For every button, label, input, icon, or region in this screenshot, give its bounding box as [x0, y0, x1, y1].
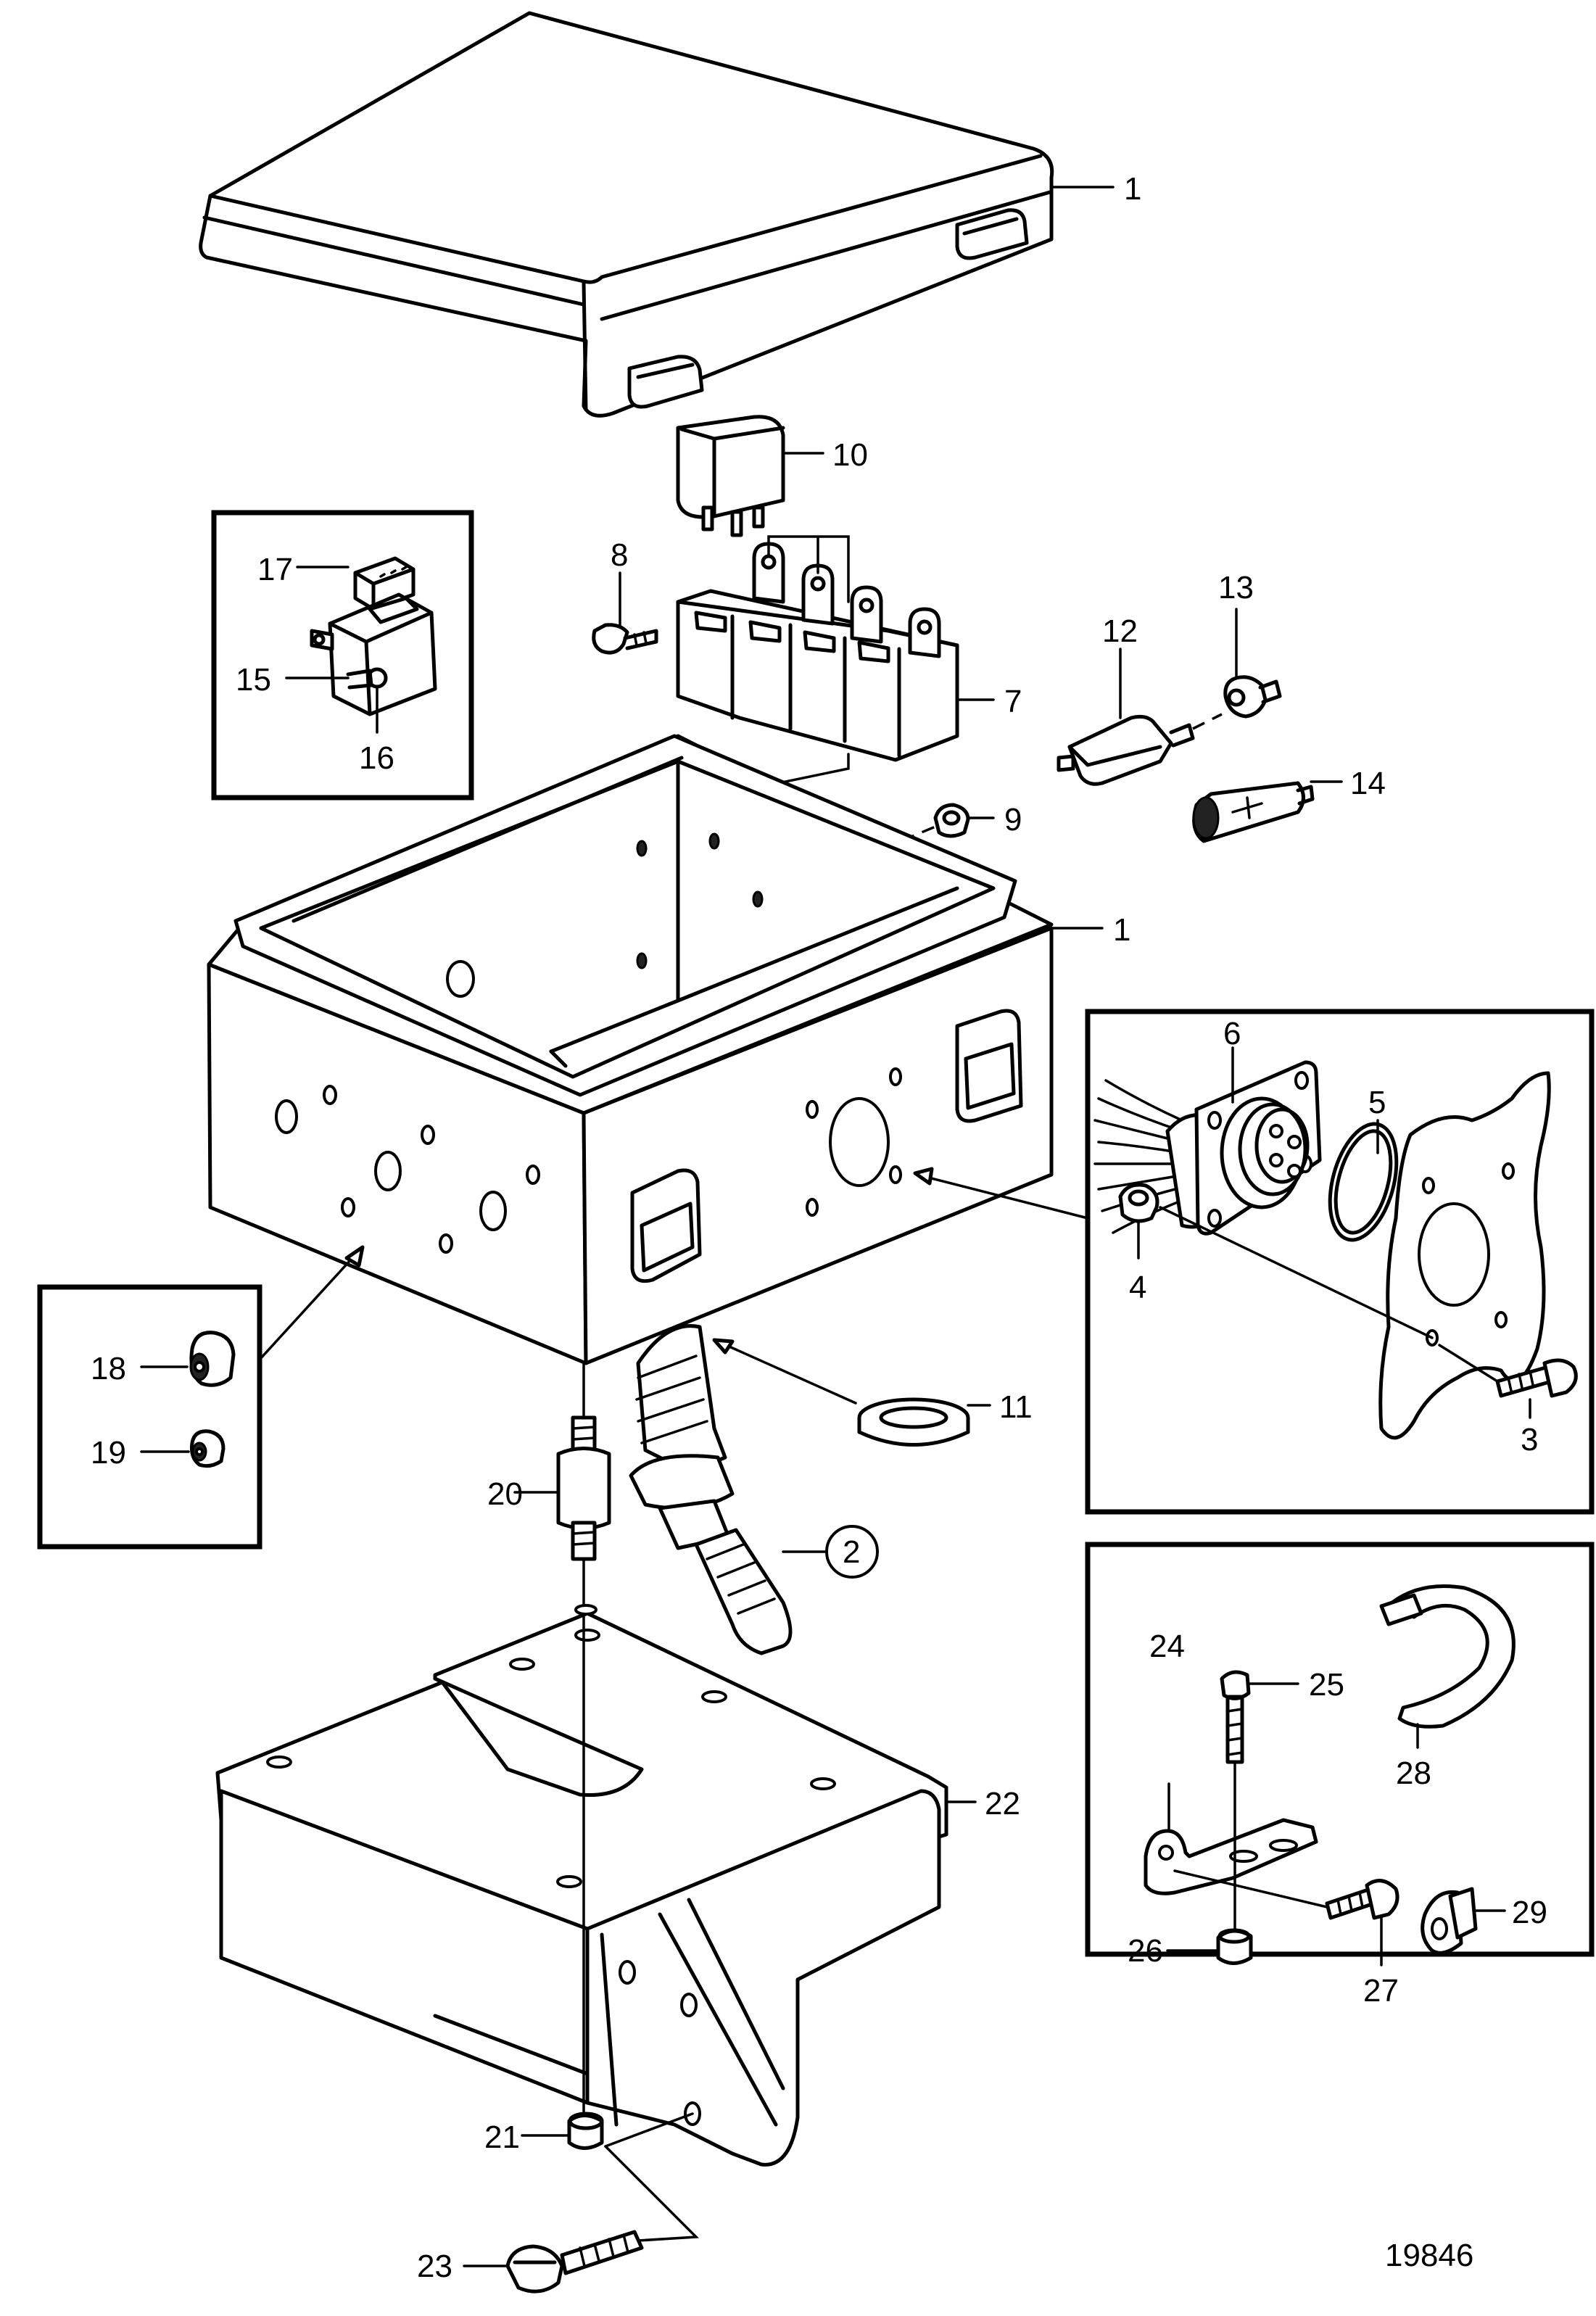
- bolt: [505, 2230, 644, 2294]
- relay: [676, 415, 785, 537]
- callout-7: 7: [1004, 684, 1022, 719]
- fuse-holder-block: [676, 535, 959, 762]
- callout-18: 18: [91, 1351, 126, 1386]
- lid: [199, 11, 1054, 418]
- grommet: [857, 1397, 970, 1447]
- callout-26: 26: [1128, 1933, 1163, 1969]
- callout-20: 20: [487, 1476, 523, 1512]
- nut: [933, 803, 970, 838]
- callout-4: 4: [1129, 1270, 1146, 1305]
- callout-1-box: 1: [1113, 912, 1130, 948]
- bulb-holder: [1223, 675, 1282, 719]
- callout-2: 2: [843, 1534, 860, 1570]
- callout-21: 21: [484, 2119, 520, 2155]
- callout-27: 27: [1363, 1973, 1399, 2009]
- callout-24: 24: [1149, 1629, 1185, 1664]
- inset-connector: [1085, 1009, 1595, 1515]
- callout-23: 23: [417, 2249, 452, 2284]
- callout-5: 5: [1368, 1085, 1386, 1120]
- flange-nut: [567, 2112, 604, 2150]
- callout-12: 12: [1102, 613, 1138, 649]
- callout-10: 10: [832, 437, 868, 473]
- callout-29: 29: [1512, 1895, 1547, 1930]
- callout-1-lid: 1: [1124, 171, 1141, 207]
- rubber-mount: [556, 1415, 611, 1561]
- figure-number: 19846: [1385, 2238, 1473, 2273]
- callout-17: 17: [257, 552, 293, 587]
- callout-25: 25: [1309, 1667, 1344, 1703]
- inset-clamps: [1085, 1542, 1595, 1966]
- electrical-box: [207, 734, 1054, 1365]
- leader-lines: [463, 186, 1343, 2267]
- callout-28: 28: [1396, 1755, 1431, 1791]
- flasher-unit: [1057, 713, 1223, 786]
- callout-22: 22: [985, 1786, 1020, 1821]
- callout-19: 19: [91, 1435, 126, 1471]
- fuse-cartridge: [1192, 781, 1315, 843]
- callout-circle: [825, 1525, 879, 1579]
- callout-14: 14: [1350, 766, 1386, 801]
- mounting-bracket: [215, 1604, 948, 2167]
- inset-relay-socket: [211, 510, 474, 801]
- inset-grommets: [37, 1284, 262, 1550]
- callout-11: 11: [999, 1389, 1033, 1425]
- screw: [592, 623, 658, 655]
- cable-harness: [629, 1324, 793, 1655]
- callout-9: 9: [1004, 802, 1022, 838]
- callout-8: 8: [611, 537, 628, 573]
- callout-13: 13: [1218, 570, 1254, 605]
- callout-15: 15: [236, 662, 271, 698]
- callout-6: 6: [1223, 1016, 1241, 1051]
- callout-16: 16: [359, 740, 394, 776]
- callout-3: 3: [1521, 1422, 1538, 1457]
- callout-labels: 1 1 2 3 4 5 6 7 8 9 10 11 12 13 14 15 16…: [91, 171, 1547, 2284]
